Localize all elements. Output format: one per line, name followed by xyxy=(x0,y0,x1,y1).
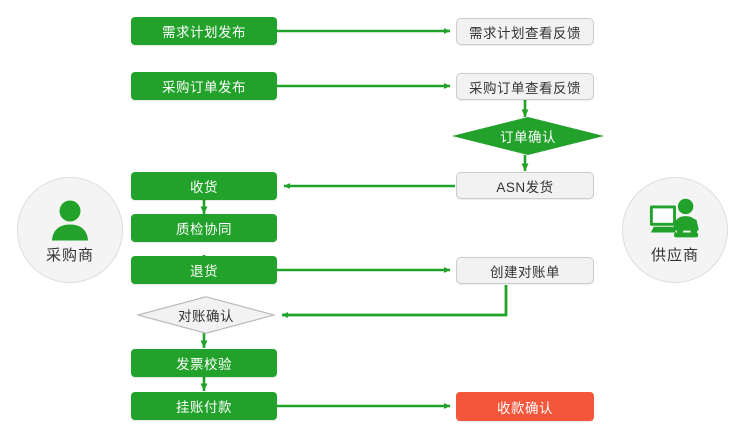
node-label: 挂账付款 xyxy=(176,400,232,415)
node-purchase-order-feedback[interactable]: 采购订单查看反馈 xyxy=(456,73,594,100)
node-return-goods[interactable]: 退货 xyxy=(131,256,277,284)
node-label: 收款确认 xyxy=(497,400,553,416)
node-demand-plan-publish[interactable]: 需求计划发布 xyxy=(131,17,277,45)
node-pending-payment[interactable]: 挂账付款 xyxy=(131,392,277,420)
node-label: 发票校验 xyxy=(176,357,232,372)
actor-supplier[interactable]: 供应商 xyxy=(622,177,728,283)
node-label: 需求计划发布 xyxy=(162,25,246,40)
node-goods-receipt[interactable]: 收货 xyxy=(131,172,277,200)
node-quality-inspection-collab[interactable]: 质检协同 xyxy=(131,214,277,242)
user-avatar-icon xyxy=(43,195,97,241)
node-order-confirm[interactable]: 订单确认 xyxy=(452,117,604,155)
supplier-computer-icon xyxy=(648,195,702,241)
actor-supplier-label: 供应商 xyxy=(650,247,699,264)
node-invoice-verification[interactable]: 发票校验 xyxy=(131,349,277,377)
node-label: 退货 xyxy=(190,264,218,279)
node-label: 收货 xyxy=(190,180,218,195)
node-label: 采购订单查看反馈 xyxy=(469,80,581,96)
node-demand-plan-feedback[interactable]: 需求计划查看反馈 xyxy=(456,18,594,45)
node-reconciliation-confirm[interactable]: 对账确认 xyxy=(137,296,275,334)
node-label: 采购订单发布 xyxy=(162,80,246,95)
node-payment-receipt-confirm[interactable]: 收款确认 xyxy=(456,392,594,421)
actor-buyer[interactable]: 采购商 xyxy=(17,177,123,283)
actor-buyer-label: 采购商 xyxy=(45,247,94,264)
node-label: 质检协同 xyxy=(176,222,232,237)
node-create-reconciliation-statement[interactable]: 创建对账单 xyxy=(456,257,594,284)
node-label: 需求计划查看反馈 xyxy=(469,25,581,41)
node-label: 对账确认 xyxy=(178,309,234,324)
node-purchase-order-publish[interactable]: 采购订单发布 xyxy=(131,72,277,100)
node-label: 订单确认 xyxy=(500,130,556,145)
wire-create-statement-to-reconcile xyxy=(281,285,508,318)
node-asn-shipment[interactable]: ASN发货 xyxy=(456,172,594,199)
node-label: ASN发货 xyxy=(496,179,554,195)
node-label: 创建对账单 xyxy=(490,264,560,280)
